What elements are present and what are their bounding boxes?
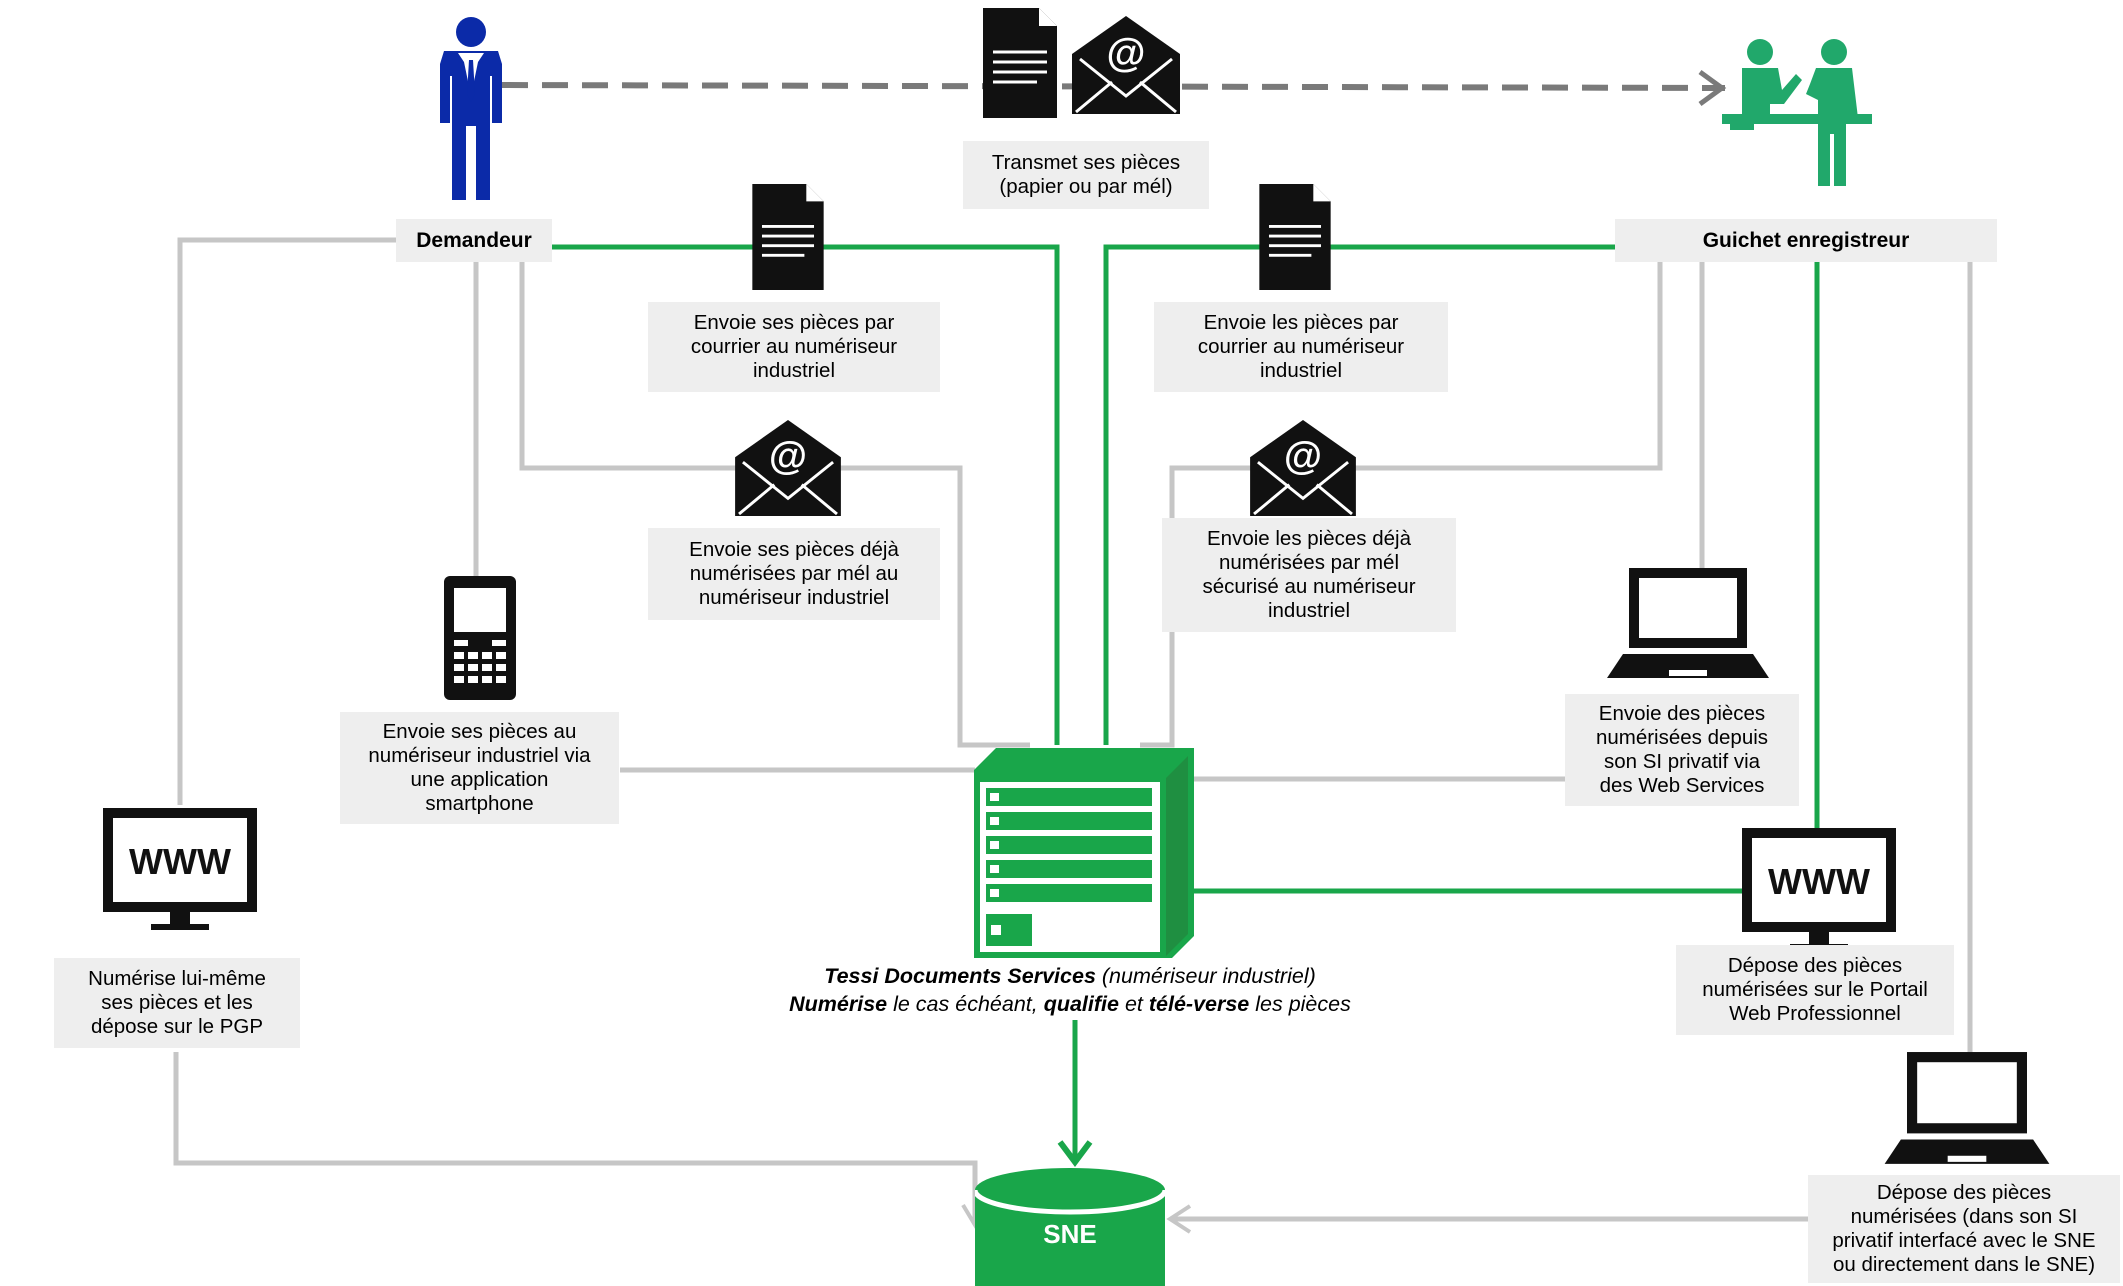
laptop-icon bbox=[1884, 1052, 2050, 1164]
label-mel-demandeur: Envoie ses pièces déjà numérisées par mé… bbox=[648, 528, 940, 620]
label-courrier-guichet: Envoie les pièces par courrier au numéri… bbox=[1154, 302, 1448, 392]
database-icon bbox=[975, 1168, 1165, 1286]
sne-label: SNE bbox=[1043, 1219, 1097, 1249]
label-transmet: Transmet ses pièces (papier ou par mél) bbox=[963, 141, 1209, 209]
svg-text:@: @ bbox=[1106, 31, 1145, 75]
text-line: Envoie ses pièces au bbox=[382, 720, 577, 743]
arrow-center-to-sne bbox=[1057, 1140, 1093, 1167]
www-text: WWW bbox=[129, 841, 231, 882]
person-icon bbox=[440, 17, 502, 200]
text-line: Envoie des pièces bbox=[1598, 702, 1766, 725]
server-rack-icon bbox=[974, 748, 1194, 958]
label-mel-guichet: Envoie les pièces déjà numérisées par mé… bbox=[1162, 518, 1456, 632]
text-line: industriel bbox=[1267, 599, 1351, 622]
text-line: dépose sur le PGP bbox=[90, 1015, 264, 1038]
text-line: numérisées depuis bbox=[1595, 726, 1769, 749]
text-line: (papier ou par mél) bbox=[999, 175, 1173, 198]
text-line: privatif interfacé avec le SNE bbox=[1832, 1229, 2096, 1252]
document-icon bbox=[1259, 184, 1331, 290]
text-line: sécurisé au numériseur bbox=[1202, 575, 1416, 598]
text-line: ses pièces et les bbox=[101, 991, 253, 1014]
caption-line-2: Numérise le cas échéant, qualifie et tél… bbox=[700, 990, 1440, 1018]
actor-guichet: Guichet enregistreur bbox=[1615, 219, 1997, 262]
text-line: industriel bbox=[752, 359, 836, 382]
smartphone-icon bbox=[444, 576, 516, 700]
text-line: des Web Services bbox=[1599, 774, 1765, 797]
label-smartphone: Envoie ses pièces au numériseur industri… bbox=[340, 712, 619, 824]
web-monitor-icon: WWW bbox=[103, 808, 257, 930]
caption-bold: qualifie bbox=[1043, 992, 1119, 1016]
actor-guichet-label: Guichet enregistreur bbox=[1702, 228, 1910, 252]
email-icon: @ bbox=[1072, 16, 1180, 114]
actor-demandeur: Demandeur bbox=[396, 219, 552, 262]
document-icon bbox=[983, 8, 1057, 118]
text-line: numérisées par mél au bbox=[689, 562, 899, 585]
label-si-direct: Dépose des pièces numérisées (dans son S… bbox=[1808, 1175, 2120, 1283]
caption-bold: Numérise bbox=[789, 992, 888, 1016]
text-line: numériseur industriel bbox=[698, 586, 890, 609]
transmit-arrowhead bbox=[1698, 69, 1727, 107]
document-icon bbox=[752, 184, 824, 290]
text-line: Numérise lui-même bbox=[88, 967, 266, 990]
label-pgp: Numérise lui-même ses pièces et les dépo… bbox=[54, 958, 300, 1048]
desk-clerk-icon bbox=[1722, 39, 1872, 186]
web-monitor-icon: WWW bbox=[1742, 828, 1896, 950]
laptop-icon bbox=[1607, 568, 1769, 678]
caption-text: le cas échéant, bbox=[887, 992, 1044, 1016]
green-connectors bbox=[552, 244, 1820, 1160]
actor-demandeur-label: Demandeur bbox=[416, 228, 532, 252]
text-line: industriel bbox=[1259, 359, 1343, 382]
text-line: son SI privatif via bbox=[1603, 750, 1761, 773]
text-line: Web Professionnel bbox=[1729, 1002, 1901, 1025]
caption-text: et bbox=[1118, 992, 1149, 1016]
arrow-right-into-sne bbox=[1166, 1204, 1192, 1234]
caption-bold: Tessi Documents Services bbox=[824, 964, 1096, 988]
gray-connectors bbox=[173, 237, 1973, 1225]
text-line: Dépose des pièces bbox=[1876, 1181, 2052, 1204]
text-line: courrier au numériseur bbox=[690, 335, 898, 358]
label-webservices: Envoie des pièces numérisées depuis son … bbox=[1565, 694, 1799, 806]
text-line: Envoie les pièces par bbox=[1203, 311, 1399, 334]
text-line: numérisées (dans son SI bbox=[1850, 1205, 2078, 1228]
email-icon: @ bbox=[735, 420, 841, 516]
text-line: smartphone bbox=[425, 792, 534, 815]
text-line: numérisées par mél bbox=[1218, 551, 1399, 574]
caption-line-1: Tessi Documents Services (numériseur ind… bbox=[700, 962, 1440, 990]
text-line: Dépose des pièces bbox=[1727, 954, 1903, 977]
svg-text:@: @ bbox=[769, 435, 807, 478]
text-line: Transmet ses pièces bbox=[991, 151, 1181, 174]
caption-text: les pièces bbox=[1249, 992, 1351, 1016]
email-icon: @ bbox=[1250, 420, 1356, 516]
text-line: courrier au numériseur bbox=[1197, 335, 1405, 358]
label-portail: Dépose des pièces numérisées sur le Port… bbox=[1676, 945, 1954, 1035]
www-text: WWW bbox=[1768, 861, 1870, 902]
text-line: une application bbox=[410, 768, 549, 791]
text-line: Envoie ses pièces déjà bbox=[689, 538, 899, 561]
text-line: numériseur industriel via bbox=[368, 744, 591, 767]
text-line: Envoie ses pièces par bbox=[693, 311, 895, 334]
text-line: numérisées sur le Portail bbox=[1702, 978, 1928, 1001]
caption-bold: télé-verse bbox=[1148, 992, 1250, 1016]
label-courrier-demandeur: Envoie ses pièces par courrier au numéri… bbox=[648, 302, 940, 392]
center-caption: Tessi Documents Services (numériseur ind… bbox=[700, 962, 1440, 1018]
svg-text:@: @ bbox=[1284, 435, 1322, 478]
text-line: Envoie les pièces déjà bbox=[1207, 527, 1411, 550]
text-line: ou directement dans le SNE) bbox=[1832, 1253, 2096, 1276]
caption-text: (numériseur industriel) bbox=[1095, 964, 1316, 988]
